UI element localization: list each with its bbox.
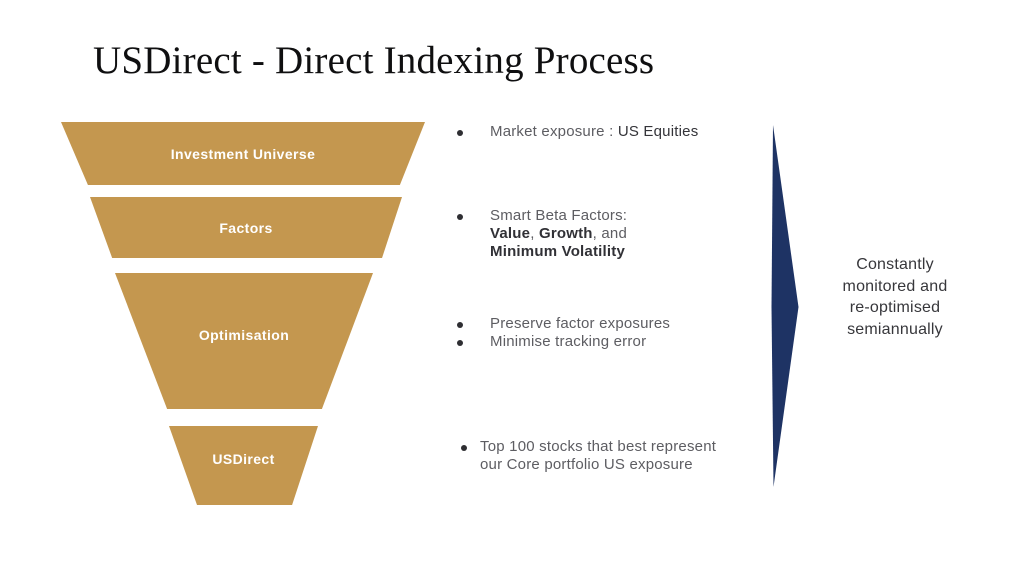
note-line-2: our Core portfolio US exposure (480, 456, 693, 473)
note-line-intro: Smart Beta Factors: (490, 207, 628, 224)
monitoring-note-line: Constantly (856, 256, 934, 273)
funnel-stage-usdirect: USDirect (169, 426, 318, 505)
funnel-stage-label: Factors (219, 219, 273, 236)
factor-min-volatility: Minimum Volatility (490, 243, 625, 260)
note-text-emphasis: US Equities (617, 123, 699, 140)
separator: , and (592, 225, 628, 242)
note-text: Top 100 stocks that best represent our C… (480, 438, 716, 474)
note-group-factors: Smart Beta Factors: Value, Growth, and M… (457, 207, 627, 261)
funnel-stage-label: Investment Universe (170, 145, 316, 162)
note-smart-beta: Smart Beta Factors: Value, Growth, and M… (457, 207, 627, 261)
bullet-dot-icon (457, 322, 463, 328)
separator: , (530, 225, 539, 242)
funnel-stage-investment-universe: Investment Universe (61, 122, 425, 185)
monitoring-note-line: semiannually (847, 320, 943, 338)
note-preserve-exposures: Preserve factor exposures (457, 315, 670, 333)
note-line-factors: Value, Growth, and (490, 225, 627, 243)
note-text: Preserve factor exposures (490, 315, 671, 332)
note-minimise-tracking-error: Minimise tracking error (457, 333, 670, 351)
note-group-usdirect: Top 100 stocks that best represent our C… (461, 438, 716, 474)
note-text: Minimise tracking error (490, 333, 647, 350)
monitoring-note-line: re-optimised (849, 299, 941, 316)
monitoring-note-line: monitored and (842, 277, 948, 295)
note-text-prefix: Market exposure : (490, 123, 618, 140)
bullet-dot-icon (457, 214, 463, 220)
bullet-dot-icon (457, 130, 463, 136)
funnel-stage-label: USDirect (212, 450, 275, 467)
page-title: USDirect - Direct Indexing Process (93, 39, 655, 82)
bullet-dot-icon (461, 445, 467, 451)
bullet-dot-icon (457, 340, 463, 346)
funnel-stage-label: Optimisation (198, 326, 290, 343)
note-market-exposure: Market exposure : US Equities (457, 123, 698, 141)
note-group-investment-universe: Market exposure : US Equities (457, 123, 698, 141)
funnel-stage-factors: Factors (90, 197, 402, 258)
note-group-optimisation: Preserve factor exposures Minimise track… (457, 315, 670, 351)
factor-growth: Growth (538, 225, 593, 242)
monitoring-note: Constantly monitored and re-optimised se… (808, 254, 982, 340)
right-arrow-icon (771, 125, 799, 487)
note-text: Market exposure : US Equities (490, 123, 698, 141)
note-line-1: Top 100 stocks that best represent (480, 438, 717, 455)
note-top-100-stocks: Top 100 stocks that best represent our C… (461, 438, 716, 474)
factor-value: Value (490, 225, 531, 242)
funnel-stage-optimisation: Optimisation (115, 273, 373, 409)
note-text: Smart Beta Factors: Value, Growth, and M… (490, 207, 627, 261)
